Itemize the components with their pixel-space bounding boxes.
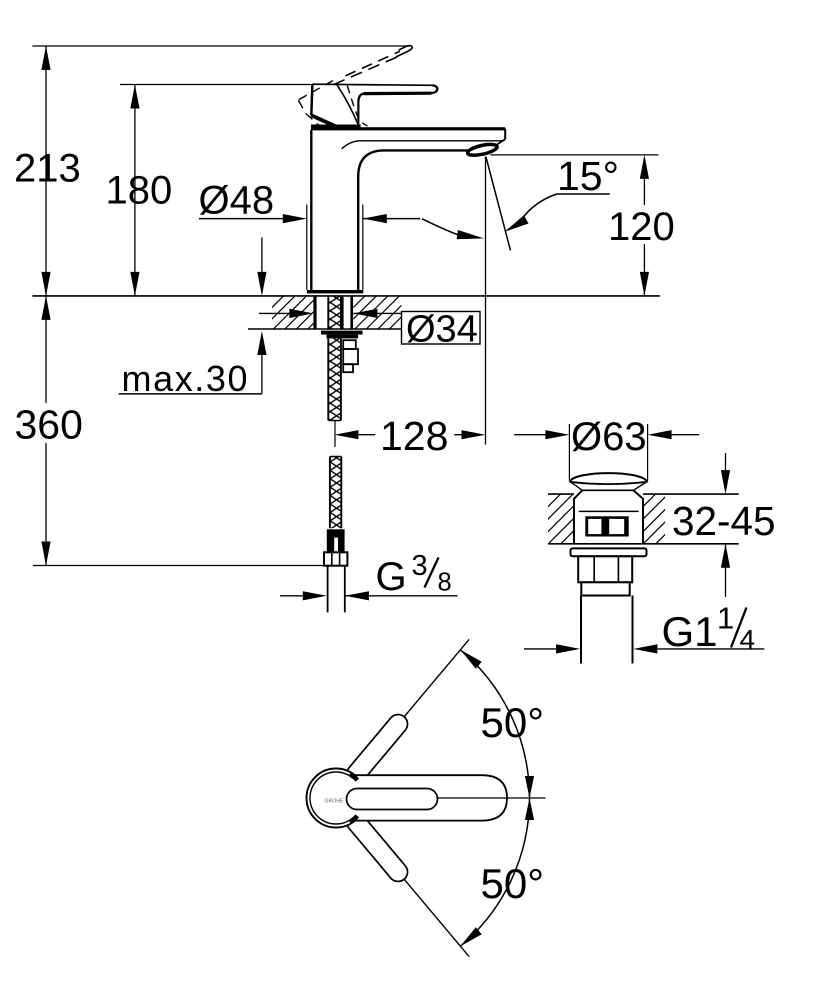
svg-text:G1: G1 (662, 608, 718, 655)
svg-text:120: 120 (608, 205, 675, 249)
svg-text:Ø34: Ø34 (406, 309, 478, 351)
svg-text:GROHE: GROHE (324, 798, 344, 804)
svg-text:50°: 50° (481, 699, 545, 746)
svg-text:15°: 15° (557, 153, 619, 199)
svg-text:32-45: 32-45 (672, 498, 776, 544)
svg-text:Ø48: Ø48 (199, 179, 275, 223)
svg-text:max.30: max.30 (122, 358, 250, 399)
svg-text:3: 3 (412, 550, 428, 582)
svg-text:8: 8 (438, 569, 452, 597)
svg-text:180: 180 (106, 169, 173, 213)
svg-text:213: 213 (14, 147, 81, 191)
svg-text:360: 360 (15, 402, 83, 448)
svg-text:50°: 50° (481, 860, 545, 907)
svg-text:4: 4 (740, 624, 756, 655)
svg-text:1: 1 (717, 601, 734, 636)
svg-text:128: 128 (380, 413, 448, 459)
svg-text:G: G (376, 555, 407, 599)
svg-text:Ø63: Ø63 (571, 415, 647, 459)
